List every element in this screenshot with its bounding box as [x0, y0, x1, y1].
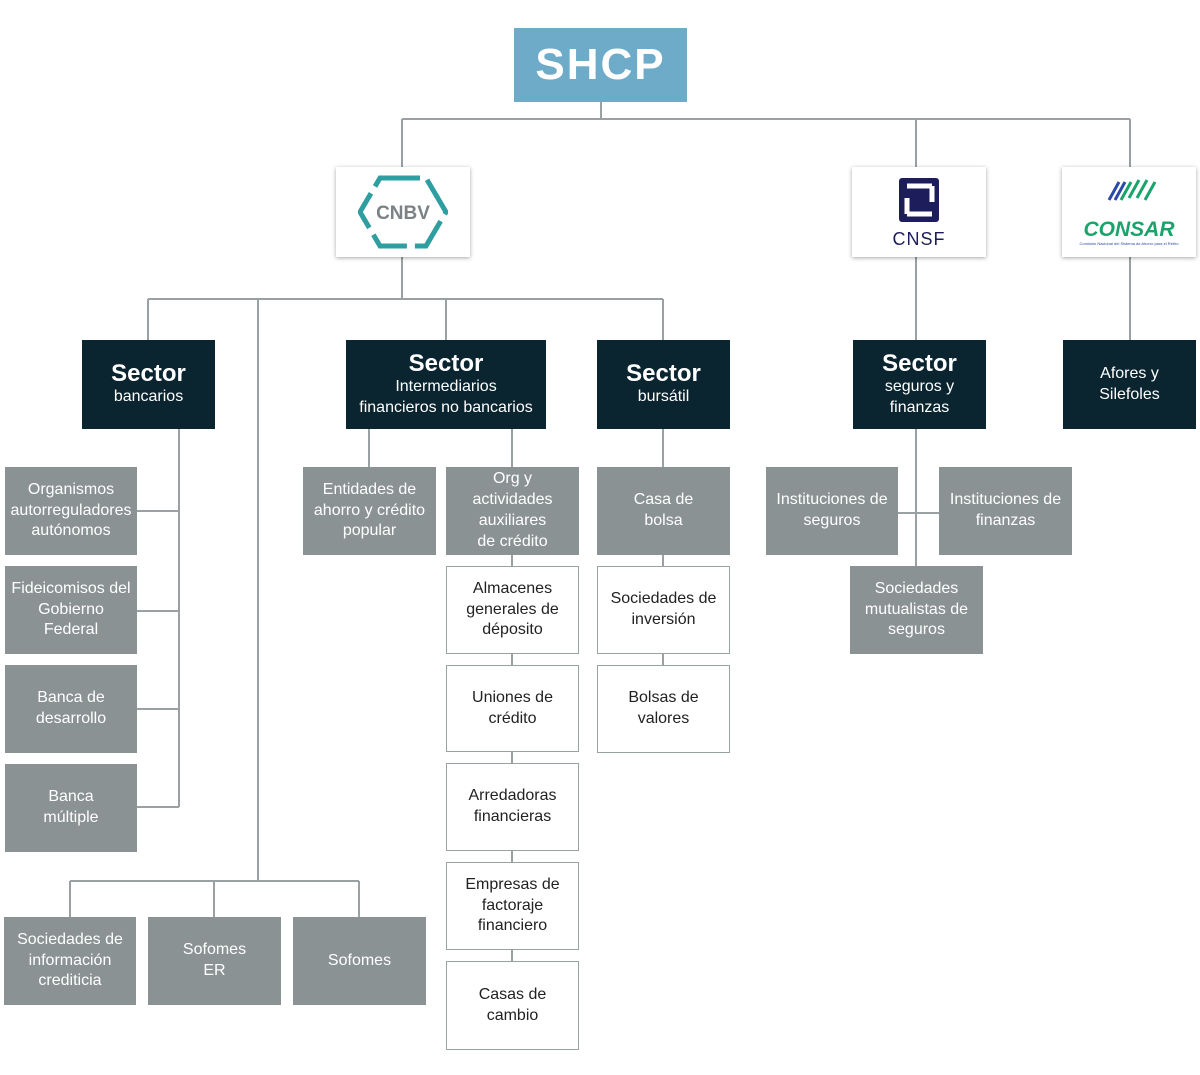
entity-uniones-credito: Uniones de crédito	[446, 665, 579, 752]
entity-line: Instituciones de	[776, 491, 888, 509]
entity-line: Empresas de	[465, 875, 560, 893]
entity-line: ER	[203, 962, 226, 979]
sector-bancarios: Sector bancarios	[82, 340, 215, 429]
entity-line: seguros	[803, 512, 861, 529]
entity-casa-bolsa: Casa de bolsa	[597, 467, 730, 555]
entity-line: bolsa	[644, 512, 683, 529]
entity-instituciones-finanzas: Instituciones de finanzas	[939, 467, 1072, 555]
entity-line: crediticia	[38, 972, 102, 990]
entity-line: factoraje	[481, 896, 544, 914]
entity-line: desarrollo	[35, 710, 107, 727]
entity-line: crédito	[488, 709, 537, 727]
entity-line: Sociedades de	[17, 930, 123, 948]
entity-line: Sofomes	[327, 951, 392, 969]
sector-afores-line-2: Silefoles	[1099, 385, 1160, 403]
entity-line: Banca	[48, 788, 94, 806]
cnbv-logo-text: CNBV	[376, 203, 430, 224]
sector-intermediarios-subtitle-1: Intermediarios	[395, 377, 497, 395]
sector-bursatil: Sector bursátil	[597, 340, 730, 429]
entity-line: Org y actividades	[472, 470, 553, 509]
entity-line: Banca de	[37, 689, 105, 707]
entity-line: inversión	[631, 611, 696, 628]
entity-banca-desarrollo: Banca de desarrollo	[5, 665, 137, 753]
entity-line: Uniones de	[472, 688, 553, 706]
entity-org-actividades-auxiliares: Org y actividades auxiliares de crédito	[446, 467, 579, 555]
entity-line: Fideicomisos del	[11, 579, 131, 597]
entity-line: financieras	[473, 808, 552, 825]
entity-line: mutualistas de	[864, 600, 969, 618]
entity-line: múltiple	[43, 809, 99, 826]
entity-ahorro-credito-popular: Entidades de ahorro y crédito popular	[303, 467, 436, 555]
cnsf-logo-box: CNSF	[852, 167, 986, 257]
consar-logo-tagline: Comisión Nacional del Sistema de Ahorro …	[1080, 241, 1180, 246]
sector-bursatil-title: Sector	[626, 359, 701, 387]
entity-arrendadoras-financieras: Arredadoras financieras	[446, 763, 579, 851]
entity-bolsas-valores: Bolsas de valores	[597, 665, 730, 753]
entity-sociedades-inversion: Sociedades de inversión	[597, 566, 730, 654]
entity-sociedades-mutualistas: Sociedades mutualistas de seguros	[850, 566, 983, 654]
entity-line: finanzas	[975, 512, 1036, 529]
entity-sociedades-informacion-crediticia: Sociedades de información crediticia	[4, 917, 136, 1005]
entity-line: Instituciones de	[949, 491, 1062, 509]
sector-seguros-title: Sector	[882, 349, 957, 377]
cnbv-logo-icon: CNBV	[358, 175, 448, 249]
entity-line: generales de	[466, 600, 559, 618]
entity-almacenes-generales: Almacenes generales de déposito	[446, 566, 579, 654]
entity-line: déposito	[482, 621, 543, 639]
sector-bancarios-subtitle: bancarios	[113, 388, 184, 406]
sector-seguros-subtitle-1: seguros y	[884, 377, 955, 395]
sector-bancarios-title: Sector	[111, 359, 186, 387]
entity-line: valores	[637, 710, 690, 727]
entity-line: autónomos	[31, 522, 111, 540]
entity-line: de crédito	[477, 532, 548, 550]
entity-line: Casa de	[633, 491, 694, 509]
shcp-box: SHCP	[514, 28, 687, 102]
entity-line: auxiliares	[478, 512, 547, 529]
entity-line: Sociedades de	[610, 590, 717, 608]
entity-line: seguros	[888, 621, 945, 639]
entity-line: Arredadoras	[468, 787, 557, 805]
entity-line: autorreguladores	[10, 501, 132, 519]
entity-line: popular	[342, 522, 397, 540]
entity-sofomes-er: Sofomes ER	[148, 917, 281, 1005]
consar-logo-text: CONSAR	[1083, 218, 1175, 241]
entity-instituciones-seguros: Instituciones de seguros	[766, 467, 898, 555]
entity-line: cambio	[486, 1006, 539, 1024]
entity-line: Organismos	[27, 480, 115, 498]
cnsf-logo-icon: CNSF	[893, 178, 946, 249]
entity-fideicomisos-gobierno: Fideicomisos del Gobierno Federal	[5, 566, 137, 654]
sector-seguros: Sector seguros y finanzas	[853, 340, 986, 429]
entity-line: Almacenes	[472, 579, 553, 597]
sector-intermediarios-subtitle-2: financieros no bancarios	[359, 398, 533, 416]
cnbv-logo-box: CNBV	[336, 167, 470, 257]
entity-empresas-factoraje: Empresas de factoraje financiero	[446, 862, 579, 950]
sector-afores-line-1: Afores y	[1100, 364, 1159, 382]
entity-line: ahorro y crédito	[313, 501, 426, 519]
entity-line: Casas de	[478, 985, 547, 1003]
sector-seguros-subtitle-2: finanzas	[889, 398, 950, 416]
consar-logo-icon: CONSAR Comisión Nacional del Sistema de …	[1080, 179, 1180, 246]
sector-afores: Afores y Silefoles	[1063, 340, 1196, 429]
entity-casas-cambio: Casas de cambio	[446, 961, 579, 1050]
entity-line: Sofomes	[182, 941, 247, 959]
consar-logo-box: CONSAR Comisión Nacional del Sistema de …	[1062, 167, 1196, 257]
entity-line: Gobierno	[38, 600, 104, 618]
entity-line: Bolsas de	[628, 689, 699, 707]
entity-banca-multiple: Banca múltiple	[5, 764, 137, 852]
entity-organismos-autorreguladores: Organismos autorreguladores autónomos	[5, 467, 137, 555]
sector-bursatil-subtitle: bursátil	[637, 388, 690, 406]
sector-intermediarios-title: Sector	[408, 349, 484, 377]
cnsf-logo-text: CNSF	[893, 229, 946, 249]
entity-line: información	[28, 951, 112, 969]
shcp-label: SHCP	[535, 40, 666, 90]
entity-line: Federal	[43, 621, 99, 639]
entity-sofomes: Sofomes	[293, 917, 426, 1005]
entity-line: financiero	[477, 917, 548, 935]
entity-line: Entidades de	[322, 480, 417, 498]
sector-intermediarios: Sector Intermediarios financieros no ban…	[346, 340, 546, 429]
entity-line: Sociedades	[874, 579, 959, 597]
